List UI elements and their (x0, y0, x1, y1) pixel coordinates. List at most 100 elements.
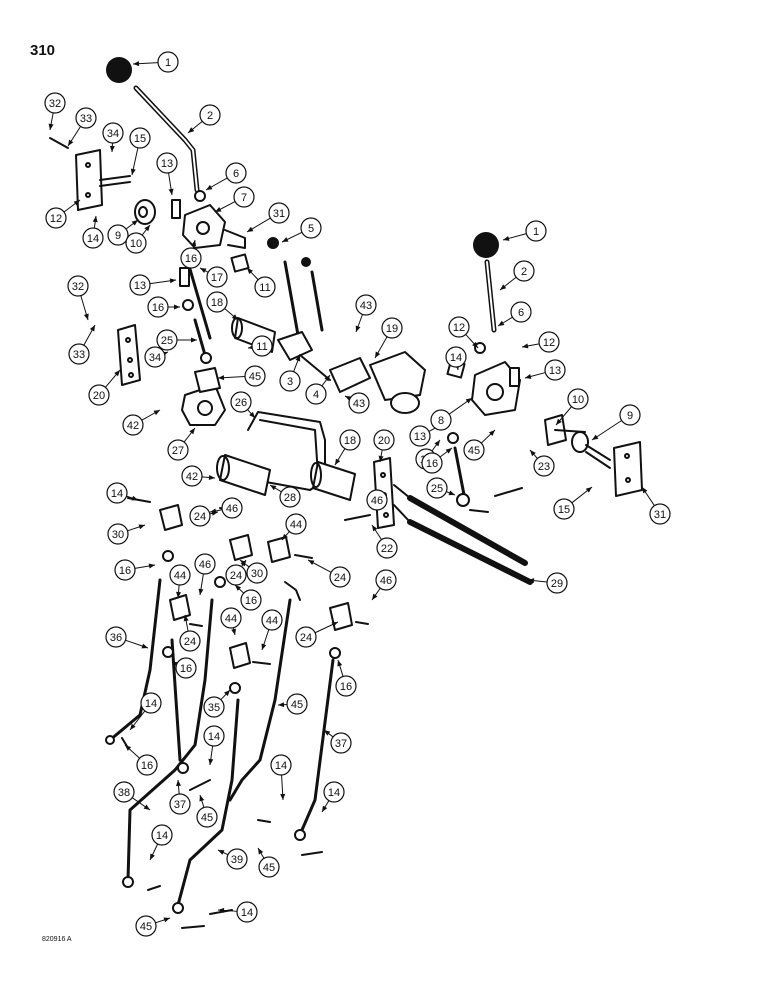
leader-arrowhead (466, 398, 472, 404)
plate-left (76, 150, 102, 210)
callout-7: 7 (234, 187, 254, 207)
leader-arrowhead (258, 848, 263, 854)
callout-13: 13 (410, 426, 430, 446)
leader-arrowhead (337, 660, 342, 666)
callout-number: 46 (226, 503, 238, 515)
callout-number: 16 (185, 253, 197, 265)
callout-34: 34 (145, 347, 165, 367)
callout-42: 42 (123, 415, 143, 435)
callout-number: 18 (344, 435, 356, 447)
callout-14: 14 (141, 693, 161, 713)
ball-5a (267, 237, 279, 249)
callout-number: 16 (426, 458, 438, 470)
leader-arrowhead (49, 124, 54, 130)
callout-2: 2 (200, 105, 220, 125)
leader-arrowhead (356, 326, 361, 332)
callout-number: 1 (533, 226, 539, 238)
callout-30: 30 (247, 563, 267, 583)
rod-25-left (195, 320, 205, 355)
callout-number: 11 (256, 341, 267, 353)
leader-arrowhead (372, 594, 377, 600)
callout-number: 46 (380, 575, 392, 587)
callout-12: 12 (449, 317, 469, 337)
leader-arrowhead (93, 216, 98, 222)
leader-arrowhead (218, 375, 224, 380)
callout-16: 16 (181, 248, 201, 268)
callout-32: 32 (45, 93, 65, 113)
callout-number: 10 (130, 238, 142, 250)
callout-number: 11 (259, 282, 270, 294)
callout-number: 45 (201, 812, 213, 824)
callout-44: 44 (286, 514, 306, 534)
callout-45: 45 (464, 440, 484, 460)
callout-number: 44 (225, 613, 237, 625)
leader-arrowhead (498, 321, 504, 326)
callout-33: 33 (69, 344, 89, 364)
rod-37b (302, 660, 333, 830)
callout-36: 36 (106, 627, 126, 647)
callout-16: 16 (176, 658, 196, 678)
callout-number: 36 (110, 632, 122, 644)
callout-number: 14 (450, 352, 462, 364)
callout-14: 14 (107, 483, 127, 503)
nut-16a (163, 551, 173, 561)
callout-number: 24 (230, 570, 242, 582)
rod-25-right (455, 448, 465, 500)
leader-arrowhead (586, 487, 592, 493)
callout-10: 10 (568, 389, 588, 409)
callout-number: 14 (145, 698, 157, 710)
callout-18: 18 (207, 292, 227, 312)
callout-number: 27 (172, 445, 184, 457)
callout-14: 14 (271, 755, 291, 775)
callout-number: 4 (313, 389, 319, 401)
callout-number: 16 (245, 595, 257, 607)
leader-arrowhead (247, 227, 253, 232)
callout-4: 4 (306, 384, 326, 404)
parts-layer (50, 57, 642, 928)
page-number: 310 (30, 42, 55, 59)
callout-number: 16 (180, 663, 192, 675)
callout-number: 37 (174, 799, 186, 811)
callout-46: 46 (195, 554, 215, 574)
callout-33: 33 (76, 108, 96, 128)
callout-number: 24 (184, 636, 196, 648)
callout-10: 10 (126, 233, 146, 253)
callout-number: 9 (115, 230, 121, 242)
callout-29: 29 (547, 573, 567, 593)
leader-arrowhead (270, 485, 276, 490)
callout-44: 44 (262, 610, 282, 630)
callout-number: 13 (414, 431, 426, 443)
knob-right (473, 232, 499, 258)
callout-11: 11 (255, 277, 275, 297)
callout-2: 2 (514, 261, 534, 281)
callout-24: 24 (180, 631, 200, 651)
nut-16b (215, 577, 225, 587)
callout-number: 45 (263, 862, 275, 874)
callout-13: 13 (157, 153, 177, 173)
leader-arrowhead (434, 440, 440, 446)
clevis-30b (230, 535, 252, 560)
leader-arrowhead (133, 61, 139, 66)
callout-number: 46 (199, 559, 211, 571)
callout-11: 11 (252, 336, 272, 356)
callout-number: 17 (211, 272, 223, 284)
leader-arrowhead (262, 644, 267, 650)
callout-16: 16 (115, 560, 135, 580)
callout-22: 22 (377, 538, 397, 558)
callout-number: 20 (378, 435, 390, 447)
callout-14: 14 (324, 782, 344, 802)
leader-arrowhead (592, 435, 598, 440)
callout-number: 1 (165, 57, 171, 69)
leader-arrowhead (132, 220, 138, 226)
callout-number: 32 (72, 281, 84, 293)
plate-right (614, 442, 642, 496)
ball-5b (301, 257, 311, 267)
callout-39: 39 (227, 849, 247, 869)
callout-16: 16 (336, 676, 356, 696)
clevis-44e (285, 582, 300, 600)
callout-number: 25 (161, 335, 173, 347)
callout-number: 14 (275, 760, 287, 772)
leader-arrowhead (130, 724, 136, 730)
leader-arrowhead (199, 795, 204, 801)
callout-14: 14 (446, 347, 466, 367)
